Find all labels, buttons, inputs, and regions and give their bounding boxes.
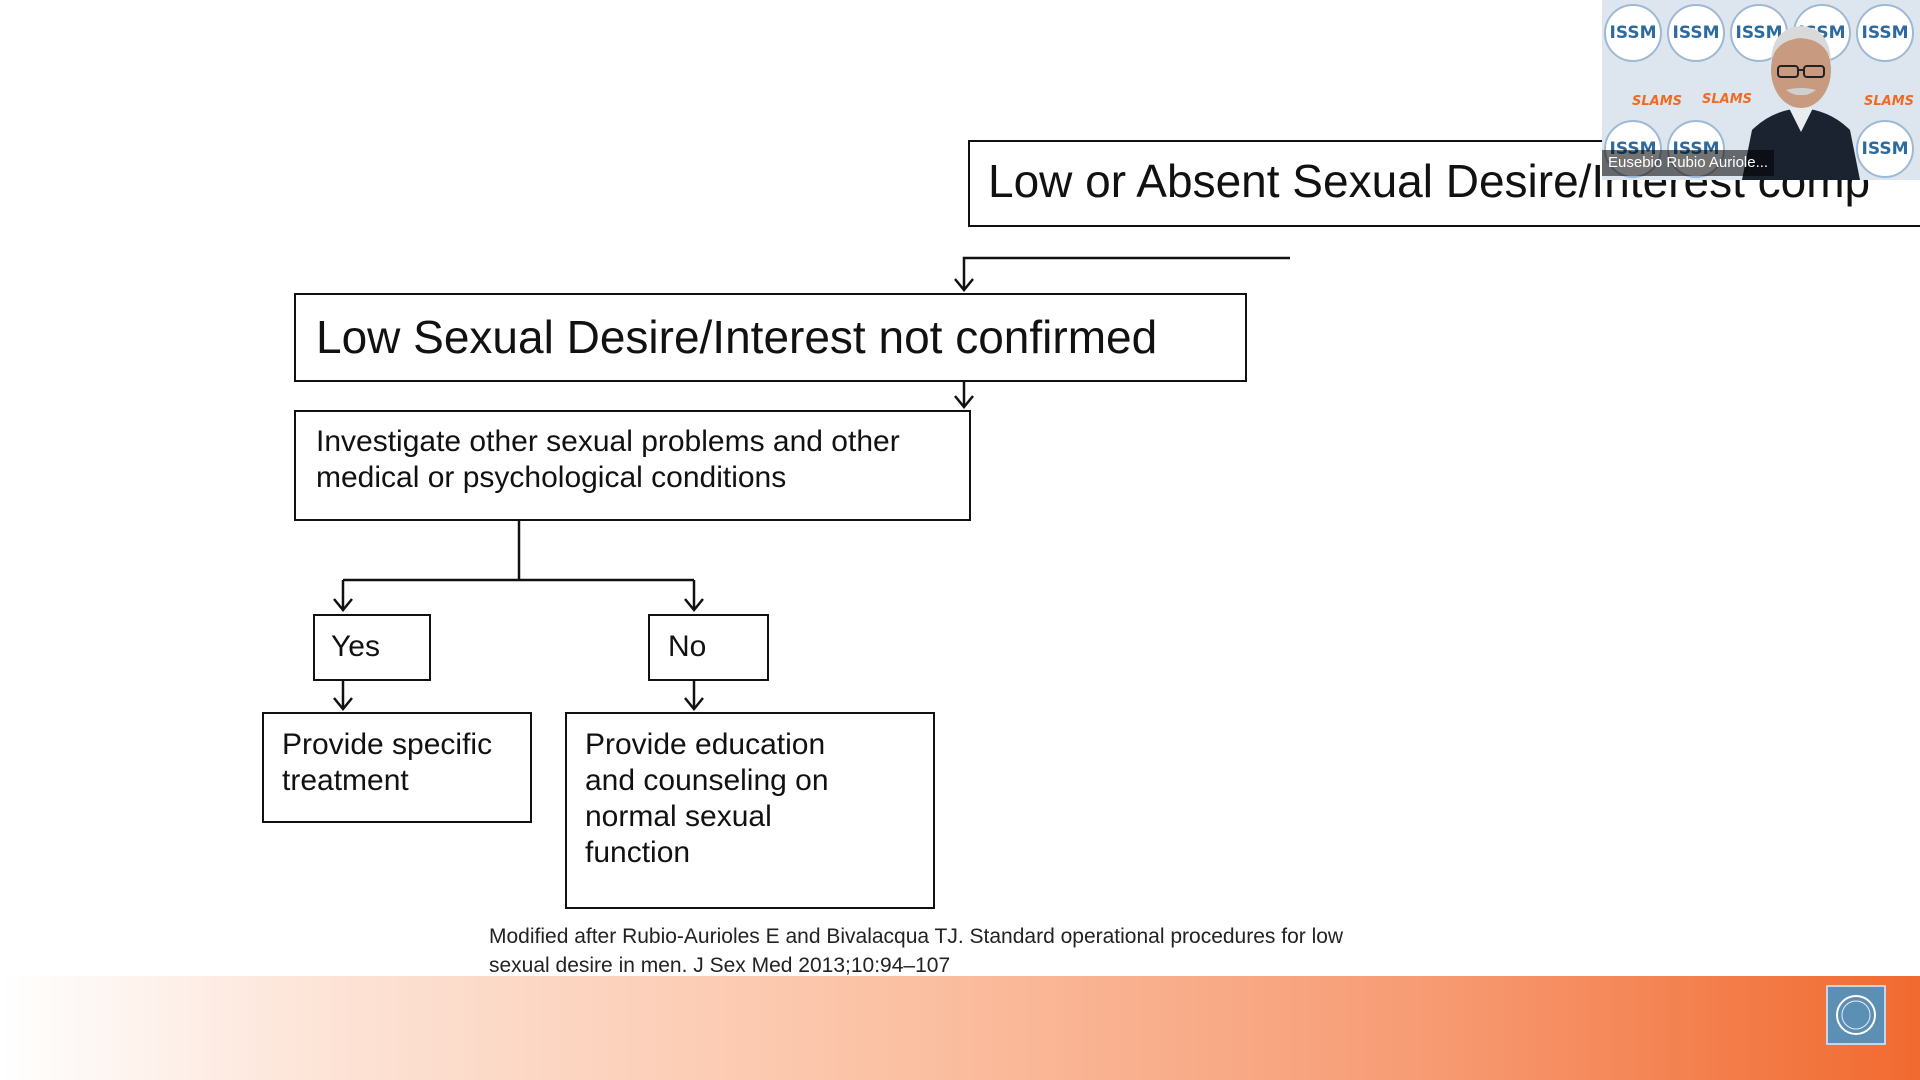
investigate-text: Investigate other sexual problems and ot… xyxy=(316,424,957,496)
yes-box: Yes xyxy=(313,614,431,681)
no-box: No xyxy=(648,614,769,681)
citation: Modified after Rubio-Aurioles E and Biva… xyxy=(489,922,1409,980)
no-text: No xyxy=(668,629,755,665)
footer-gradient-band xyxy=(0,976,1920,1080)
issm-logo-icon: ISSM xyxy=(1667,4,1725,62)
specific-treatment-box: Provide specific treatment xyxy=(262,712,532,823)
specific-treatment-text: Provide specific treatment xyxy=(282,727,518,799)
citation-line-1: Modified after Rubio-Aurioles E and Biva… xyxy=(489,922,1409,951)
not-confirmed-text: Low Sexual Desire/Interest not confirmed xyxy=(316,310,1233,365)
issm-footer-logo xyxy=(1826,985,1886,1045)
slams-logo-text: SLAMS xyxy=(1864,94,1914,109)
investigate-box: Investigate other sexual problems and ot… xyxy=(294,410,971,521)
education-text: Provide education and counseling on norm… xyxy=(585,727,921,871)
issm-logo-icon: ISSM xyxy=(1856,4,1914,62)
not-confirmed-box: Low Sexual Desire/Interest not confirmed xyxy=(294,293,1247,382)
issm-logo-icon xyxy=(1834,993,1878,1037)
slams-logo-text: SLAMS xyxy=(1632,94,1682,109)
participant-video-tile[interactable]: ISSM ISSM ISSM ISSM ISSM ISSM ISSM ISSM … xyxy=(1602,0,1920,180)
yes-text: Yes xyxy=(331,629,417,665)
issm-logo-icon: ISSM xyxy=(1604,4,1662,62)
participant-name-label: Eusebio Rubio Auriole... xyxy=(1602,150,1774,176)
issm-logo-icon: ISSM xyxy=(1856,120,1914,178)
education-box: Provide education and counseling on norm… xyxy=(565,712,935,909)
